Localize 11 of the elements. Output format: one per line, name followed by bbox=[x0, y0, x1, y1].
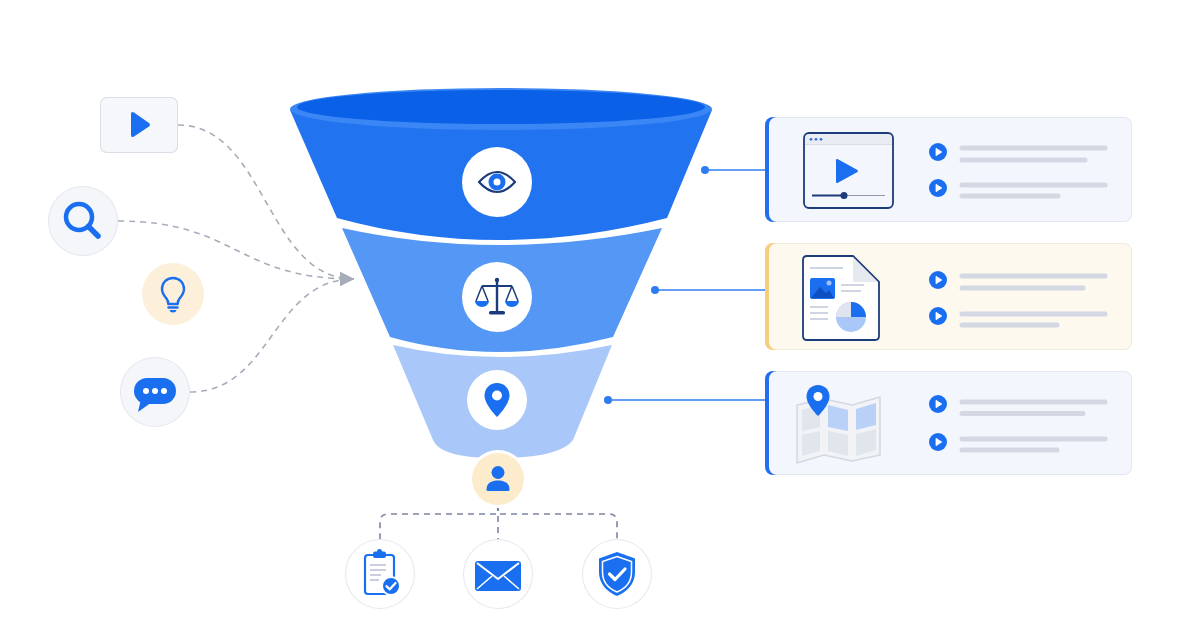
funnel-band bbox=[340, 226, 664, 354]
person-icon bbox=[472, 453, 524, 505]
play-icon bbox=[100, 97, 178, 153]
connector-line bbox=[604, 396, 766, 404]
content-card bbox=[765, 243, 1132, 350]
content-card bbox=[765, 117, 1132, 222]
connector-line bbox=[701, 166, 766, 174]
content-card bbox=[765, 371, 1132, 475]
funnel-band bbox=[391, 343, 614, 460]
dashed-arrow bbox=[189, 273, 355, 393]
connector-line bbox=[651, 286, 766, 294]
